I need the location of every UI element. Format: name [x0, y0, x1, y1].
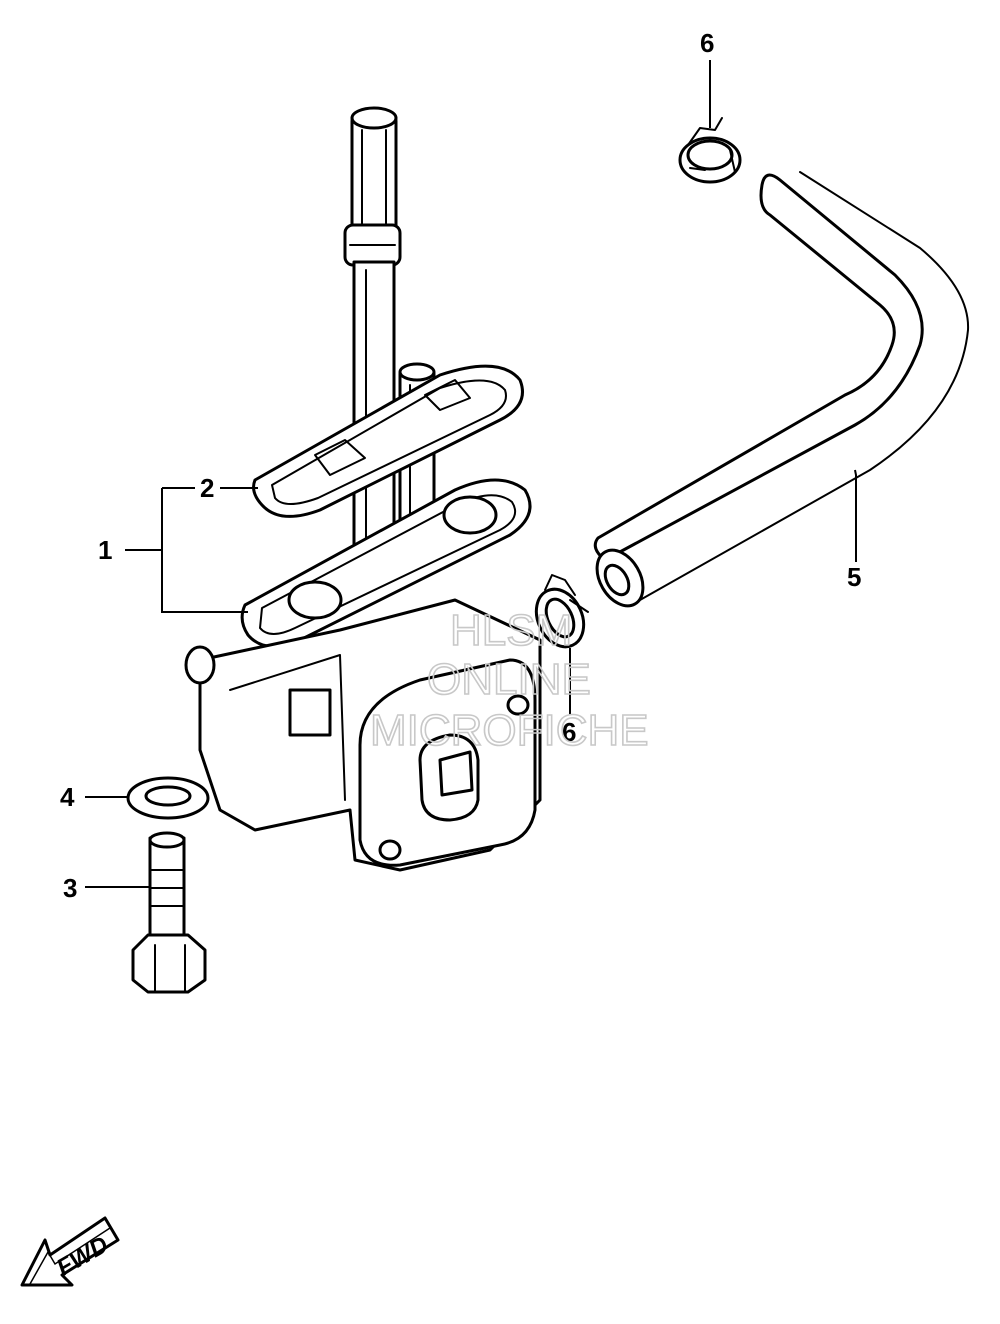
hose-clamp-top — [678, 117, 742, 184]
bolt — [131, 831, 207, 994]
watermark-line-2: ONLINE — [427, 655, 591, 704]
callout-3: 3 — [63, 873, 77, 903]
callout-6-top: 6 — [700, 28, 714, 58]
arrow-down-left-icon — [20, 1216, 120, 1287]
callout-1: 1 — [98, 535, 112, 565]
washer — [126, 776, 210, 820]
watermark-line-1: HLSM — [450, 606, 572, 655]
gasket — [252, 364, 524, 518]
fwd-badge: FWD — [20, 1216, 120, 1287]
callout-6-bottom: 6 — [562, 717, 576, 747]
watermark: HLSM ONLINE MICROFICHE — [369, 605, 649, 756]
fuel-valve — [184, 106, 542, 872]
callout-2: 2 — [200, 473, 214, 503]
fuel-hose — [593, 171, 970, 608]
hose-clamp-bottom — [534, 574, 589, 649]
leader-lines — [85, 60, 857, 888]
watermark-line-3: MICROFICHE — [370, 706, 649, 755]
callout-4: 4 — [60, 782, 75, 812]
callout-5: 5 — [847, 562, 861, 592]
